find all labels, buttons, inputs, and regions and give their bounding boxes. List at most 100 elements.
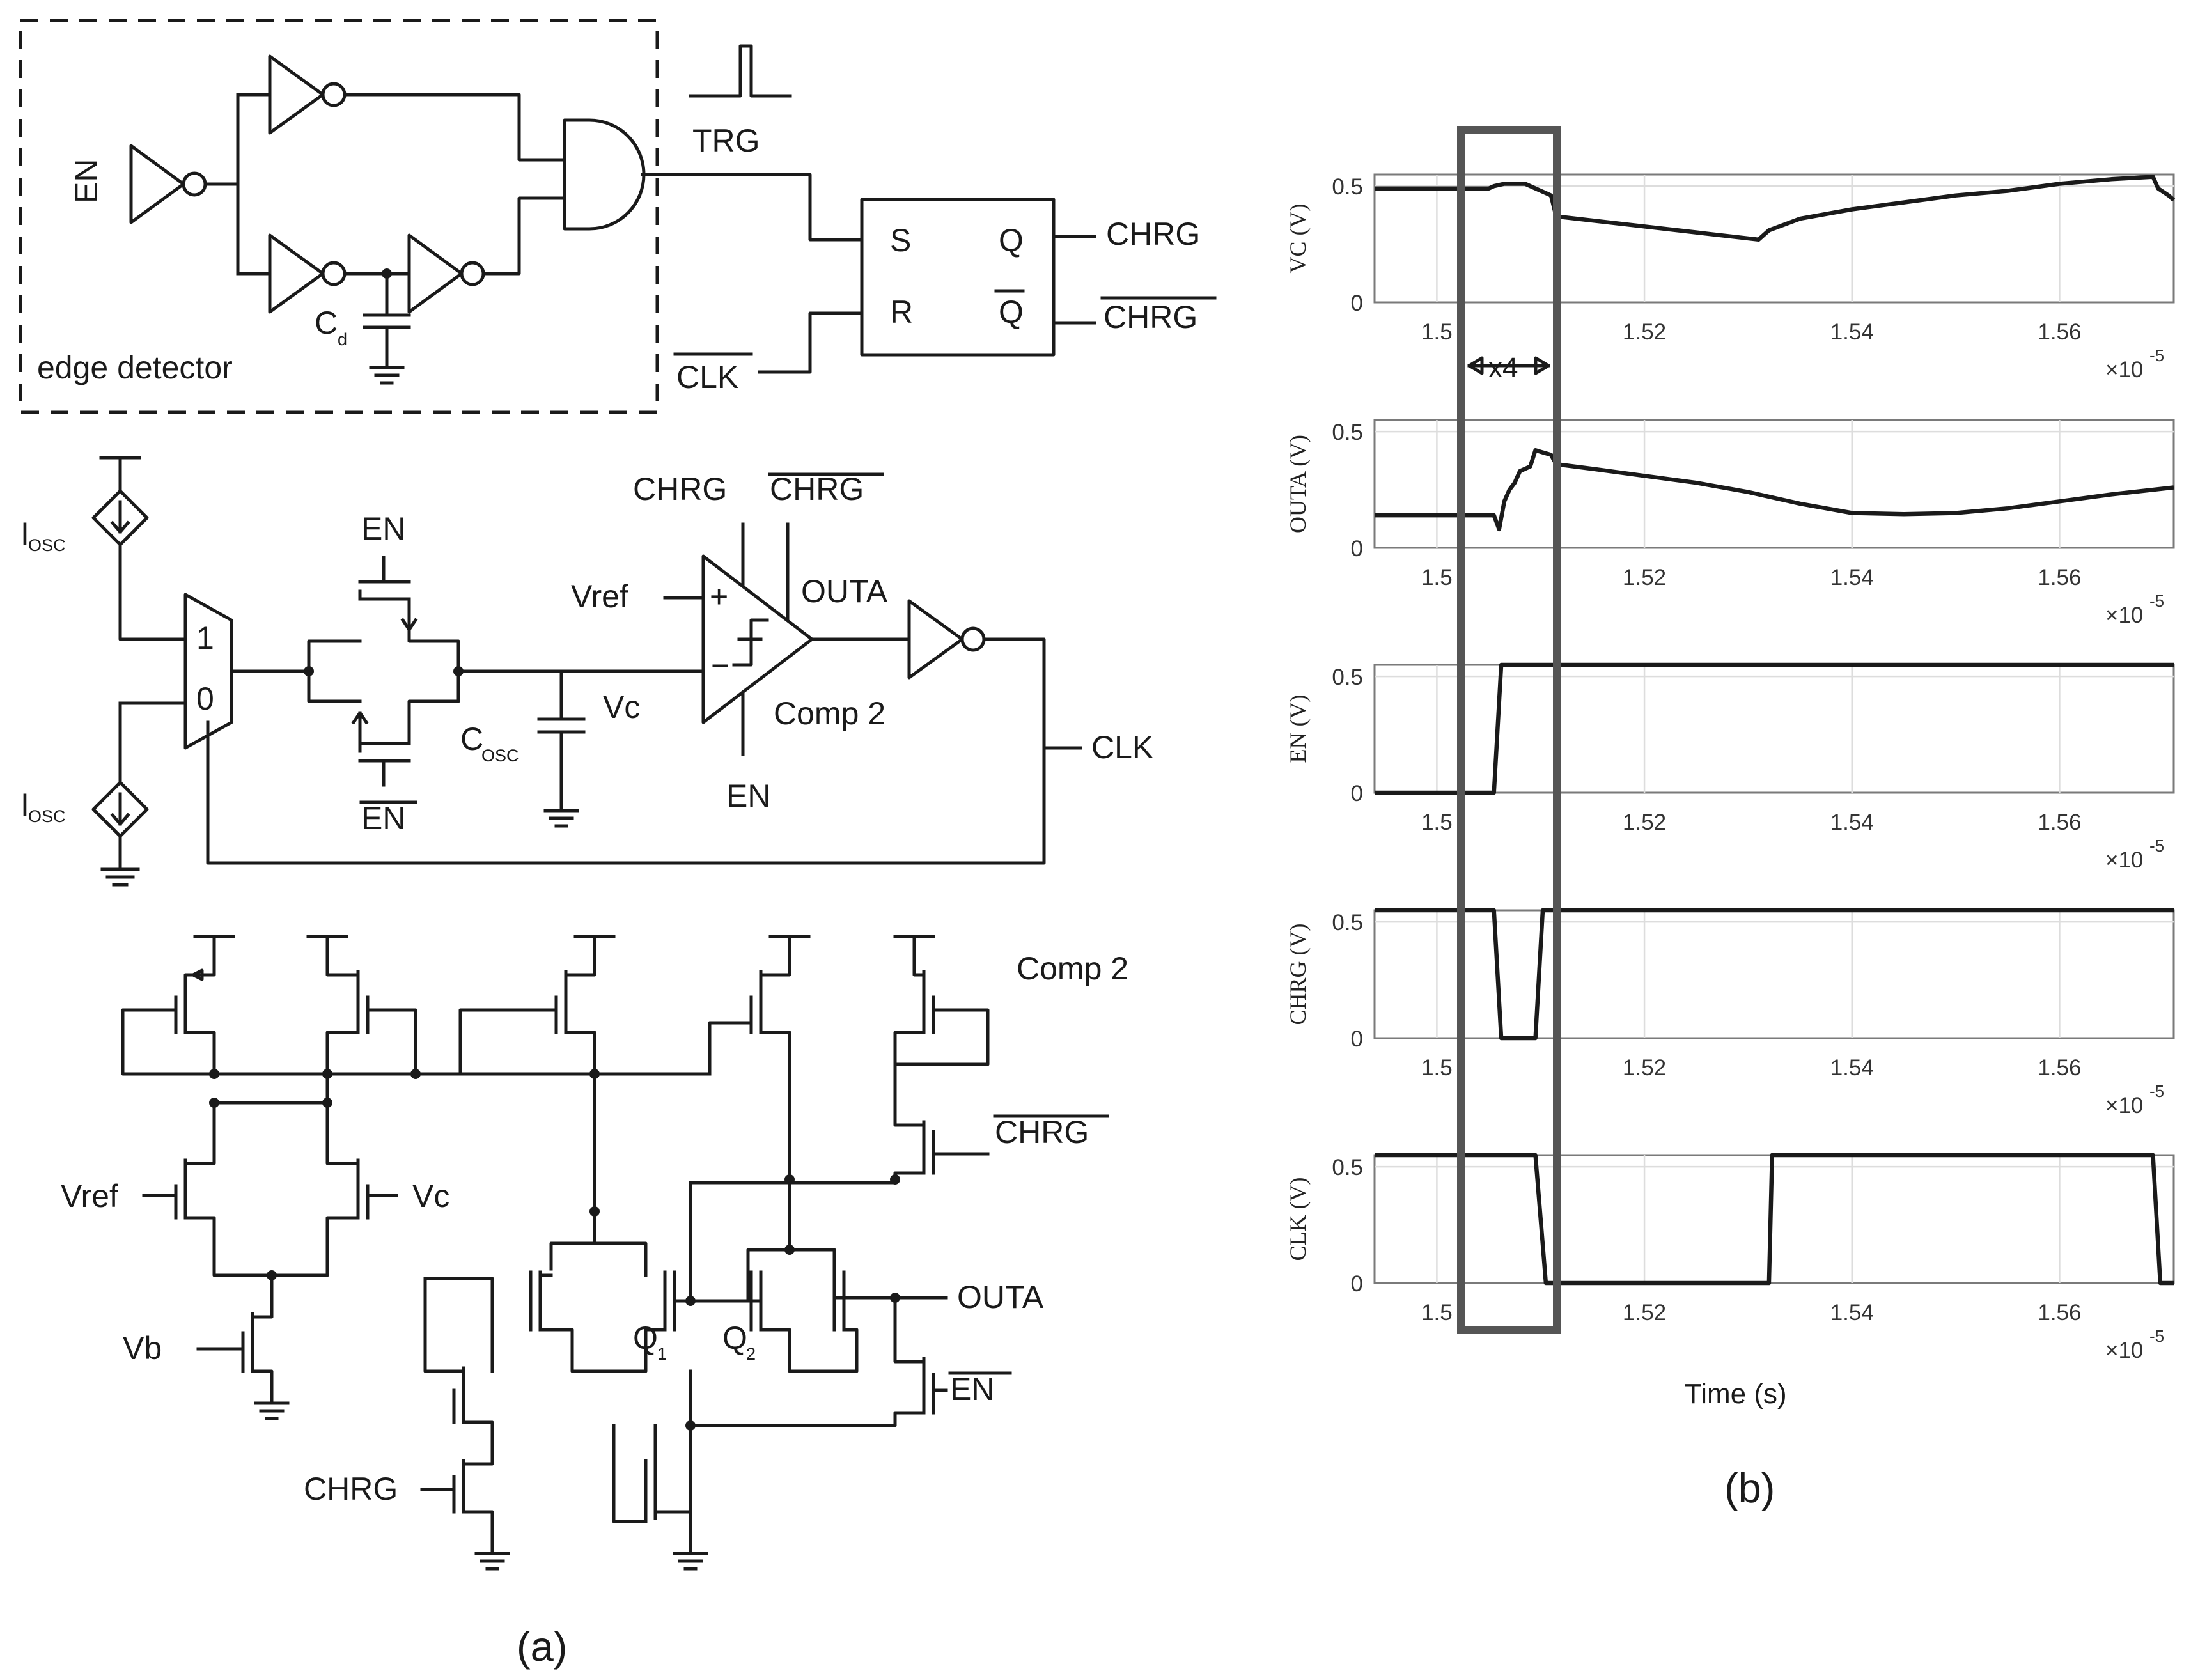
q2-label: Q — [722, 1320, 747, 1356]
current-mux — [183, 593, 233, 750]
y-tick-label-2-1: 0.5 — [1332, 665, 1363, 690]
comparator-2 — [701, 554, 814, 724]
series-line-3 — [1375, 908, 2174, 1041]
wire-split — [203, 93, 272, 276]
y-tick-label-4-0: 0 — [1351, 1272, 1363, 1296]
panel-b-caption: (b) — [1724, 1465, 1775, 1511]
mux-1-label: 1 — [196, 620, 214, 656]
x-exponent-2: ×10 — [2105, 848, 2143, 873]
trg-label: TRG — [692, 123, 760, 159]
wire-lower-to-and — [481, 196, 566, 276]
q1-sub-label: 1 — [657, 1344, 667, 1364]
zoom-arrow — [1467, 356, 1550, 375]
upper-inverter — [268, 54, 347, 135]
comp-plus-label: + — [710, 579, 728, 614]
x-tick-label-2-0: 1.5 — [1421, 810, 1453, 835]
x-tick-label-1-0: 1.5 — [1421, 565, 1453, 590]
x-tick-label-4-3: 1.56 — [2038, 1300, 2081, 1325]
comp-minus-label: − — [711, 648, 729, 683]
edge-detector-label: edge detector — [37, 350, 233, 385]
tg-enbar-label: EN — [361, 800, 405, 836]
sr-q-label: Q — [999, 222, 1024, 258]
series-line-2 — [1375, 662, 2174, 795]
y-tick-label-1-1: 0.5 — [1332, 420, 1363, 445]
x-tick-label-3-3: 1.56 — [2038, 1055, 2081, 1080]
vref-input-label: Vref — [571, 579, 628, 614]
cd-label: C — [315, 305, 338, 341]
x-tick-label-4-1: 1.52 — [1623, 1300, 1666, 1325]
comp2-outa-label: OUTA — [957, 1279, 1044, 1315]
waveform-charts: 1.5 1.52 1.54 1.56 0 0.5 VC (V) ×10 -5 1.5 1.52 1.5… — [1285, 173, 2176, 1363]
cd-sub-label: d — [338, 330, 347, 349]
edge-detector-block: edge detector EN C d — [19, 19, 659, 414]
comp2-schematic: Comp 2 CHRG Vref Vc Vb Q 1 Q — [61, 935, 1128, 1571]
x-tick-label-0-3: 1.56 — [2038, 320, 2081, 345]
trg-pulse-icon — [689, 44, 792, 98]
plot-frame-2 — [1373, 664, 2175, 794]
x-tick-label-3-2: 1.54 — [1830, 1055, 1874, 1080]
y-axis-label-4: CLK (V) — [1285, 1178, 1311, 1261]
x-tick-label-2-3: 1.56 — [2038, 810, 2081, 835]
y-tick-label-0-0: 0 — [1351, 291, 1363, 316]
plot-frame-0 — [1373, 173, 2175, 304]
lower-inverter-2 — [407, 233, 485, 314]
y-axis-label-1: OUTA (V) — [1285, 435, 1311, 533]
y-tick-label-3-0: 0 — [1351, 1027, 1363, 1052]
oscillator-block: I OSC I OSC 1 0 EN EN C OSC Vc — [20, 456, 1153, 887]
comp2-vb-label: Vb — [123, 1330, 162, 1366]
wire-clk-feedback — [206, 637, 1046, 865]
y-tick-label-1-0: 0 — [1351, 536, 1363, 561]
series-line-1 — [1375, 448, 2174, 532]
clkbar-label: CLK — [676, 359, 738, 395]
comp2-vc-label: Vc — [412, 1178, 449, 1214]
edge-detector-en-label: EN — [68, 159, 104, 203]
series-line-4 — [1375, 1153, 2174, 1286]
plot-frame-1 — [1373, 419, 2175, 549]
cosc-sub-label: OSC — [481, 746, 519, 765]
x-tick-label-3-0: 1.5 — [1421, 1055, 1453, 1080]
comp2-enbar-label: EN — [950, 1371, 994, 1407]
y-axis-label-0: VC (V) — [1285, 204, 1311, 274]
transmission-gate — [307, 597, 460, 745]
lower-inverter-1 — [268, 233, 347, 314]
x-tick-label-1-3: 1.56 — [2038, 565, 2081, 590]
x-exponent-power-4: -5 — [2149, 1326, 2164, 1346]
x-exponent-0: ×10 — [2105, 357, 2143, 382]
x-exponent-power-0: -5 — [2149, 346, 2164, 365]
x-exponent-3: ×10 — [2105, 1093, 2143, 1118]
sr-r-label: R — [890, 294, 913, 330]
iosc-lower-label: I — [20, 787, 29, 823]
tg-en-label: EN — [361, 511, 405, 547]
wire-trg-to-s — [641, 173, 864, 242]
x-exponent-power-1: -5 — [2149, 591, 2164, 611]
edge-detector-boundary — [19, 19, 659, 414]
comp-chrg-label: CHRG — [633, 471, 727, 507]
mux-0-label: 0 — [196, 681, 214, 717]
x-tick-label-2-1: 1.52 — [1623, 810, 1666, 835]
comp2-chrg-label: CHRG — [304, 1471, 398, 1507]
x-tick-label-0-2: 1.54 — [1830, 320, 1874, 345]
zoom-window — [1457, 126, 1561, 1334]
outa-node-label: OUTA — [801, 573, 888, 609]
q2-sub-label: 2 — [746, 1344, 756, 1364]
x-tick-label-4-2: 1.54 — [1830, 1300, 1874, 1325]
x-tick-label-1-1: 1.52 — [1623, 565, 1666, 590]
plot-frame-4 — [1373, 1154, 2175, 1284]
x-tick-label-0-1: 1.52 — [1623, 320, 1666, 345]
iosc-upper-sub-label: OSC — [28, 536, 66, 555]
sr-qbar-label: Q — [999, 294, 1024, 330]
x-tick-label-1-2: 1.54 — [1830, 565, 1874, 590]
clk-output-label: CLK — [1091, 729, 1153, 765]
y-tick-label-0-1: 0.5 — [1332, 175, 1363, 199]
plot-frame-3 — [1373, 909, 2175, 1039]
input-inverter — [129, 144, 207, 224]
x-exponent-4: ×10 — [2105, 1338, 2143, 1363]
x-exponent-1: ×10 — [2105, 603, 2143, 628]
x-tick-label-3-1: 1.52 — [1623, 1055, 1666, 1080]
iosc-lower-sub-label: OSC — [28, 807, 66, 826]
series-line-0 — [1375, 175, 2176, 242]
comp-en-label: EN — [726, 778, 770, 814]
chrgbar-output-label: CHRG — [1103, 299, 1197, 335]
x-tick-label-4-0: 1.5 — [1421, 1300, 1453, 1325]
